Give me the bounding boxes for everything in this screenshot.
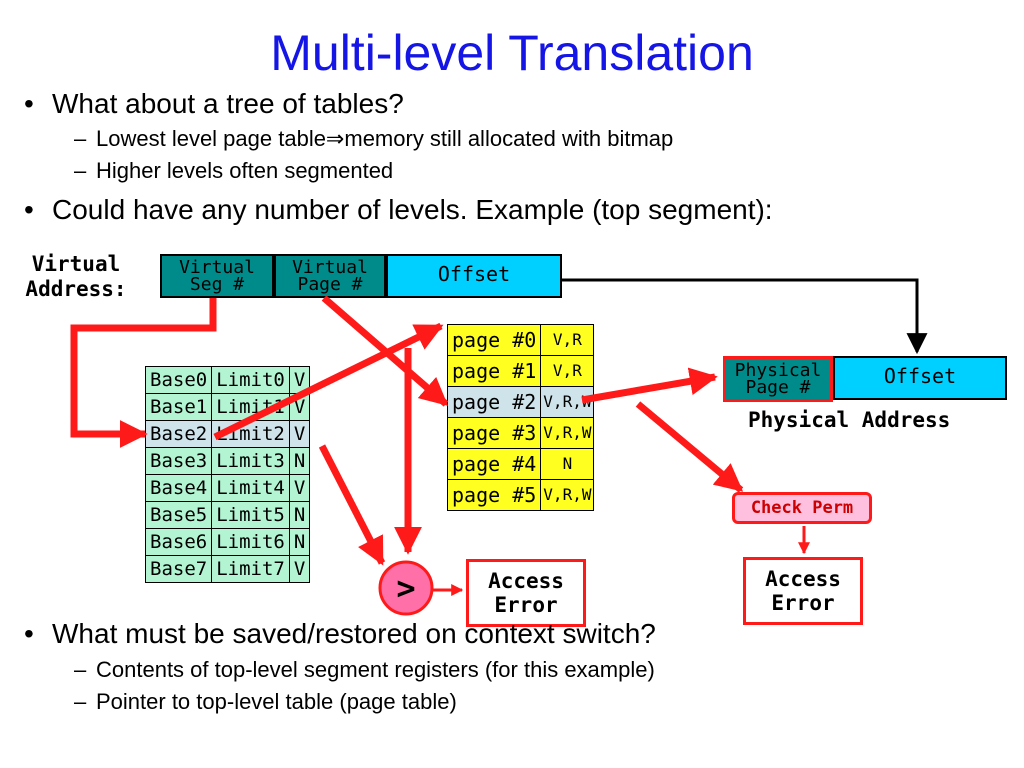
offset-copy-arrow	[562, 278, 928, 355]
physical-address-label: Physical Address	[748, 408, 951, 432]
dash-marker: –	[74, 158, 87, 183]
segment-limit-cell: Limit7	[211, 555, 290, 583]
va-offset-field: Offset	[386, 254, 562, 298]
page-permission-cell: V,R,W	[540, 417, 595, 449]
physical-page-field: Physical Page #	[723, 356, 833, 402]
sub-bullet-higher-levels: –Higher levels often segmented	[74, 158, 394, 183]
dash-marker: –	[74, 657, 87, 682]
compare-circle	[378, 560, 434, 616]
virtual-page-field: Virtual Page #	[274, 254, 386, 298]
sub-bullet-pointer-table: –Pointer to top-level table (page table)	[74, 689, 457, 714]
bullet-context-switch: •What must be saved/restored on context …	[24, 618, 656, 649]
segment-base-cell: Base4	[144, 474, 213, 502]
dash-marker: –	[74, 126, 87, 151]
page-number-cell: page #0	[446, 324, 542, 356]
segment-limit-cell: Limit3	[211, 447, 290, 475]
page-number-cell: page #1	[446, 355, 542, 387]
sub-bullet-lowest-level: –Lowest level page table⇒memory still al…	[74, 126, 674, 151]
page-number-cell: page #5	[446, 479, 542, 511]
bullet-marker: •	[24, 88, 34, 119]
segment-base-cell: Base1	[144, 393, 213, 421]
segment-valid-cell: V	[288, 420, 311, 448]
segment-valid-cell: N	[288, 447, 311, 475]
page-permission-cell: V,R	[540, 324, 595, 356]
slide-title: Multi-level Translation	[270, 25, 754, 81]
segment-valid-cell: V	[288, 474, 311, 502]
page-permission-cell: N	[540, 448, 595, 480]
segment-limit-cell: Limit5	[211, 501, 290, 529]
segment-valid-cell: N	[288, 501, 311, 529]
segment-limit-cell: Limit0	[211, 366, 290, 394]
segment-valid-cell: V	[288, 555, 311, 583]
page-to-physical-arrow	[581, 367, 718, 404]
virtual-seg-field: Virtual Seg #	[160, 254, 274, 298]
compare-symbol: >	[396, 569, 415, 607]
dash-marker: –	[74, 689, 87, 714]
page-number-cell: page #4	[446, 448, 542, 480]
segment-base-cell: Base7	[144, 555, 213, 583]
pa-offset-field: Offset	[833, 356, 1007, 400]
page-number-cell: page #3	[446, 417, 542, 449]
segment-base-cell: Base6	[144, 528, 213, 556]
segment-base-cell: Base5	[144, 501, 213, 529]
limit-to-compare-arrow	[318, 444, 386, 566]
perm-to-check-arrow	[635, 401, 744, 493]
access-error-right: Access Error	[743, 557, 863, 625]
sub-bullet-segment-registers: –Contents of top-level segment registers…	[74, 657, 655, 682]
base-to-pagetable-arrow	[213, 322, 444, 441]
access-error-left: Access Error	[466, 559, 586, 627]
virtual-address-label: Virtual Address:	[25, 252, 127, 301]
seg-to-table-arrow	[70, 298, 217, 448]
segment-base-cell: Base3	[144, 447, 213, 475]
bullet-tree-of-tables: •What about a tree of tables?	[24, 88, 404, 119]
page-permission-cell: V,R,W	[540, 479, 595, 511]
bullet-any-number-of-levels: •Could have any number of levels. Exampl…	[24, 194, 773, 225]
bullet-marker: •	[24, 194, 34, 225]
segment-limit-cell: Limit6	[211, 528, 290, 556]
check-perm-box: Check Perm	[732, 492, 872, 524]
bullet-marker: •	[24, 618, 34, 649]
segment-valid-cell: N	[288, 528, 311, 556]
page-permission-cell: V,R,W	[540, 386, 595, 418]
page-permission-cell: V,R	[540, 355, 595, 387]
segment-base-cell: Base2	[144, 420, 213, 448]
segment-base-cell: Base0	[144, 366, 213, 394]
page-number-cell: page #2	[446, 386, 542, 418]
